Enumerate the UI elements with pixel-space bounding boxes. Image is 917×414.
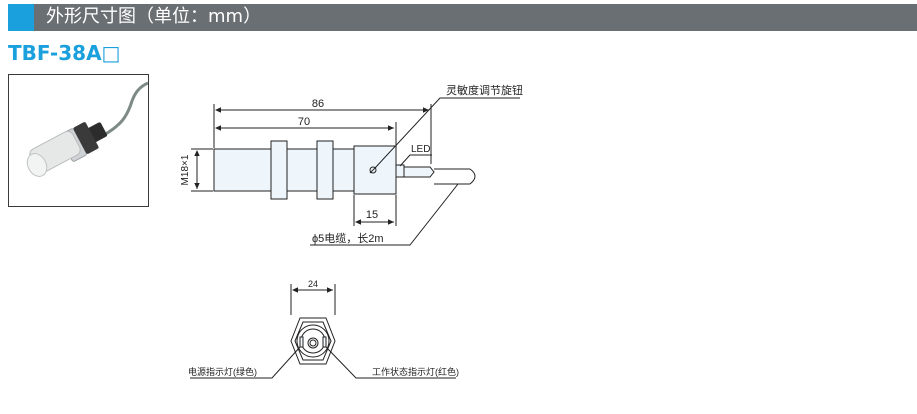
label-status-led: 工作状态指示灯(红色) xyxy=(372,366,459,377)
lens xyxy=(307,337,319,349)
header-accent-block xyxy=(8,4,34,31)
dim-tail-length: 15 xyxy=(366,209,378,221)
nut-right xyxy=(316,140,334,200)
side-view xyxy=(191,97,520,246)
dim-thread-size: M18×1 xyxy=(180,154,191,185)
model-name: TBF-38A□ xyxy=(8,41,121,65)
section-title: 外形尺寸图（单位：mm） xyxy=(46,6,262,27)
cable xyxy=(469,168,476,185)
product-photo xyxy=(8,74,149,207)
label-led: LED xyxy=(411,144,430,155)
cable-gland xyxy=(403,166,435,178)
sensor-photo-illustration xyxy=(26,81,149,177)
section-header: 外形尺寸图（单位：mm） xyxy=(8,4,917,31)
dim-hex-width: 24 xyxy=(308,279,318,289)
rear-housing xyxy=(353,145,397,195)
label-cable: ϕ5电缆，长2m xyxy=(312,232,384,245)
nut-left xyxy=(270,140,288,200)
dim-body-length: 70 xyxy=(298,116,310,128)
label-sensitivity-knob: 灵敏度调节旋钮 xyxy=(446,83,523,97)
power-led-dot xyxy=(299,336,304,348)
dim-overall-length: 86 xyxy=(312,98,324,110)
label-power-led: 电源指示灯(绿色) xyxy=(188,366,257,377)
status-led-dot xyxy=(322,336,327,348)
sensitivity-knob xyxy=(369,166,377,174)
led-window xyxy=(395,164,405,178)
front-view xyxy=(190,284,456,379)
